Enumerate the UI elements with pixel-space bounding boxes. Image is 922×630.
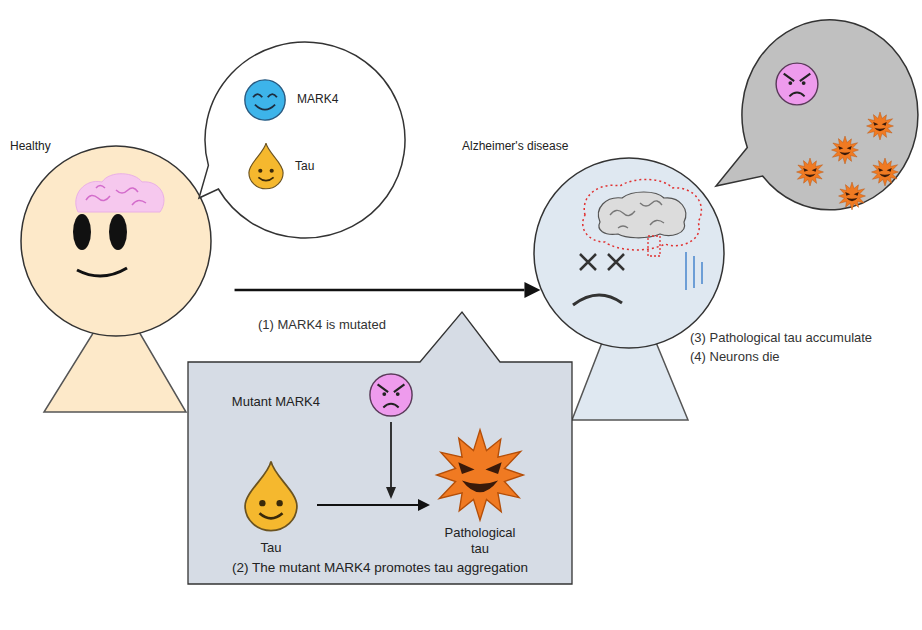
step-note: (4) Neurons die: [690, 349, 780, 365]
tau-drop: Tau: [247, 142, 285, 190]
promote-arrow-head: [386, 487, 396, 499]
frown: [573, 295, 622, 305]
smile: [77, 268, 127, 276]
speech-bubble-outline: [205, 42, 405, 238]
brain-folds: [86, 186, 146, 206]
flow-arrow: [317, 499, 430, 511]
mark4-face-outline: [243, 78, 287, 122]
speech-bubble: MARK4Tau: [205, 42, 405, 238]
pathological-tau-star-outline: [430, 428, 530, 522]
tau-drop: Tau: [237, 460, 305, 532]
mark4-face-icon: [245, 80, 285, 120]
tau-drop-icon: [249, 143, 283, 189]
healthy-brain: [76, 174, 164, 212]
brain-stem: [648, 236, 660, 256]
ad-speech-bubble: [716, 20, 918, 210]
node-label: Mutant MARK4: [232, 394, 320, 410]
mutant-mark4-icon: [776, 63, 818, 105]
ad-body: [572, 340, 688, 420]
gloom-lines: [686, 252, 702, 290]
bubble-outline: [199, 42, 405, 238]
pathological-tau-star: Pathological tau: [430, 428, 530, 522]
arrow-head: [418, 499, 430, 511]
brain-folds: [610, 201, 664, 228]
arrow-line: [317, 504, 418, 506]
arrow-head: [524, 282, 540, 298]
healthy-head-outline: [20, 145, 212, 337]
healthy-head: Healthy: [20, 145, 212, 337]
node-label: Healthy: [10, 139, 51, 153]
node-label: (2) The mutant MARK4 promotes tau aggreg…: [188, 560, 572, 576]
step-note: (3) Pathological tau accumulate: [690, 330, 872, 346]
promote-arrow-line: [390, 422, 392, 488]
node-label: MARK4: [297, 92, 338, 106]
node-label: Alzheimer's disease: [462, 139, 568, 153]
healthy-body: [44, 330, 186, 412]
tau-aggregate-icon: [867, 112, 894, 140]
tau-aggregate-icon: [832, 136, 859, 164]
eye: [109, 214, 127, 250]
x-eyes: [580, 254, 624, 270]
arrow-line: [235, 289, 525, 292]
edge-label: (1) MARK4 is mutated: [258, 317, 386, 333]
node-label: Tau: [295, 159, 314, 173]
ad-head-outline: [533, 157, 725, 349]
tau-aggregate-icon: [839, 182, 866, 210]
eye: [73, 214, 91, 250]
node-label: Pathological tau: [435, 525, 525, 557]
tau-aggregate-icon: [797, 158, 824, 186]
head-circle: [21, 146, 211, 336]
mutant-mark4-face-outline: [368, 372, 414, 418]
mark4-face: MARK4: [243, 78, 287, 122]
mutant-mark4-face: Mutant MARK4: [368, 372, 414, 418]
flow-arrow: [235, 282, 541, 298]
tau-aggregate-icon: [872, 158, 899, 186]
ad-brain: [598, 192, 685, 238]
tau-drop-outline: [247, 142, 285, 190]
damage-outline: [583, 179, 702, 250]
callout-box: (2) The mutant MARK4 promotes tau aggreg…: [188, 362, 572, 584]
mutant-mark4-face-icon: [370, 374, 412, 416]
tau-drop-outline: [237, 460, 305, 532]
pathological-tau-star-icon: [437, 430, 524, 520]
ad-head: Alzheimer's disease: [533, 157, 725, 349]
callout-outline: [188, 312, 572, 584]
head-circle: [534, 158, 724, 348]
tau-drop-icon: [245, 461, 297, 530]
node-label: Tau: [217, 540, 325, 556]
